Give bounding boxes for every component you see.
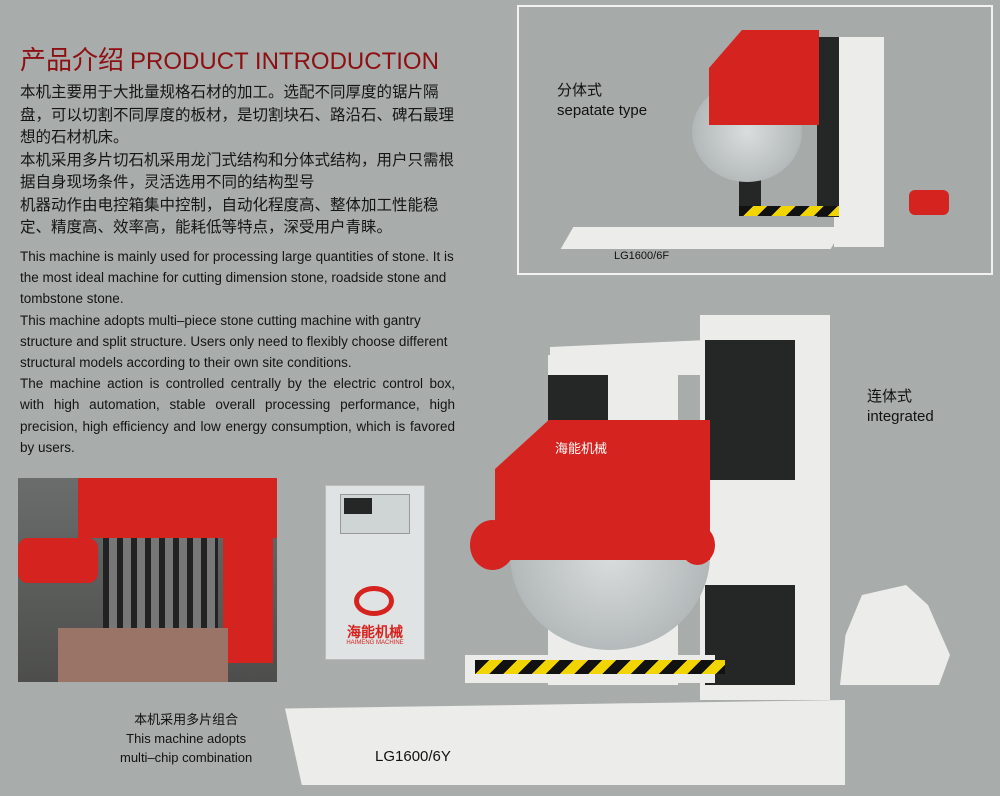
separate-machine-image: LG1600/6F — [559, 22, 979, 272]
combination-caption-en: This machine adopts — [126, 731, 247, 746]
control-cabinet-image: 海能机械 HAIMENG MACHINE — [325, 485, 425, 660]
separate-type-panel: 分体式 sepatate type LG1600/6F — [517, 5, 993, 275]
en-paragraph: The machine action is controlled central… — [20, 376, 455, 455]
combination-caption-en: multi–chip combination — [120, 750, 253, 765]
cn-paragraph: 机器动作由电控箱集中控制，自动化程度高、整体加工性能稳定、精度高、效率高，能耗低… — [20, 196, 439, 237]
cn-paragraph: 本机主要用于大批量规格石材的加工。选配不同厚度的锯片隔盘，可以切割不同厚度的板材… — [20, 84, 455, 146]
en-paragraph: This machine adopts multi–piece stone cu… — [20, 312, 448, 371]
cabinet-brand-en: HAIMENG MACHINE — [346, 640, 404, 646]
integrated-machine-image: 海能机械 LG1600/6Y — [280, 300, 1000, 796]
separate-label-cn: 分体式 — [557, 82, 603, 99]
integrated-label-cn: 连体式 — [867, 388, 913, 405]
en-description: This machine is mainly used for processi… — [20, 246, 455, 458]
integrated-label-en: integrated — [867, 408, 934, 425]
cn-paragraph: 本机采用多片切石机采用龙门式结构和分体式结构，用户只需根据自身现场条件，灵活选用… — [20, 151, 455, 192]
cabinet-brand-cn: 海能机械 — [347, 624, 403, 640]
integrated-model-label: LG1600/6Y — [375, 748, 451, 765]
combination-caption-cn: 本机采用多片组合 — [134, 712, 239, 727]
title-cn: 产品介绍 — [20, 45, 125, 75]
title-en: PRODUCT INTRODUCTION — [130, 48, 439, 75]
en-paragraph: This machine is mainly used for processi… — [20, 249, 454, 307]
combination-photo — [18, 478, 277, 682]
separate-model-label: LG1600/6F — [614, 250, 670, 262]
machine-brand-mark: 海能机械 — [555, 441, 608, 456]
integrated-label: 连体式 integrated — [867, 387, 934, 427]
separate-label-en: sepatate type — [557, 102, 648, 119]
separate-label: 分体式 sepatate type — [557, 81, 647, 121]
combination-caption: 本机采用多片组合 This machine adopts multi–chip … — [120, 710, 252, 767]
cn-description: 本机主要用于大批量规格石材的加工。选配不同厚度的锯片隔盘，可以切割不同厚度的板材… — [20, 82, 460, 240]
